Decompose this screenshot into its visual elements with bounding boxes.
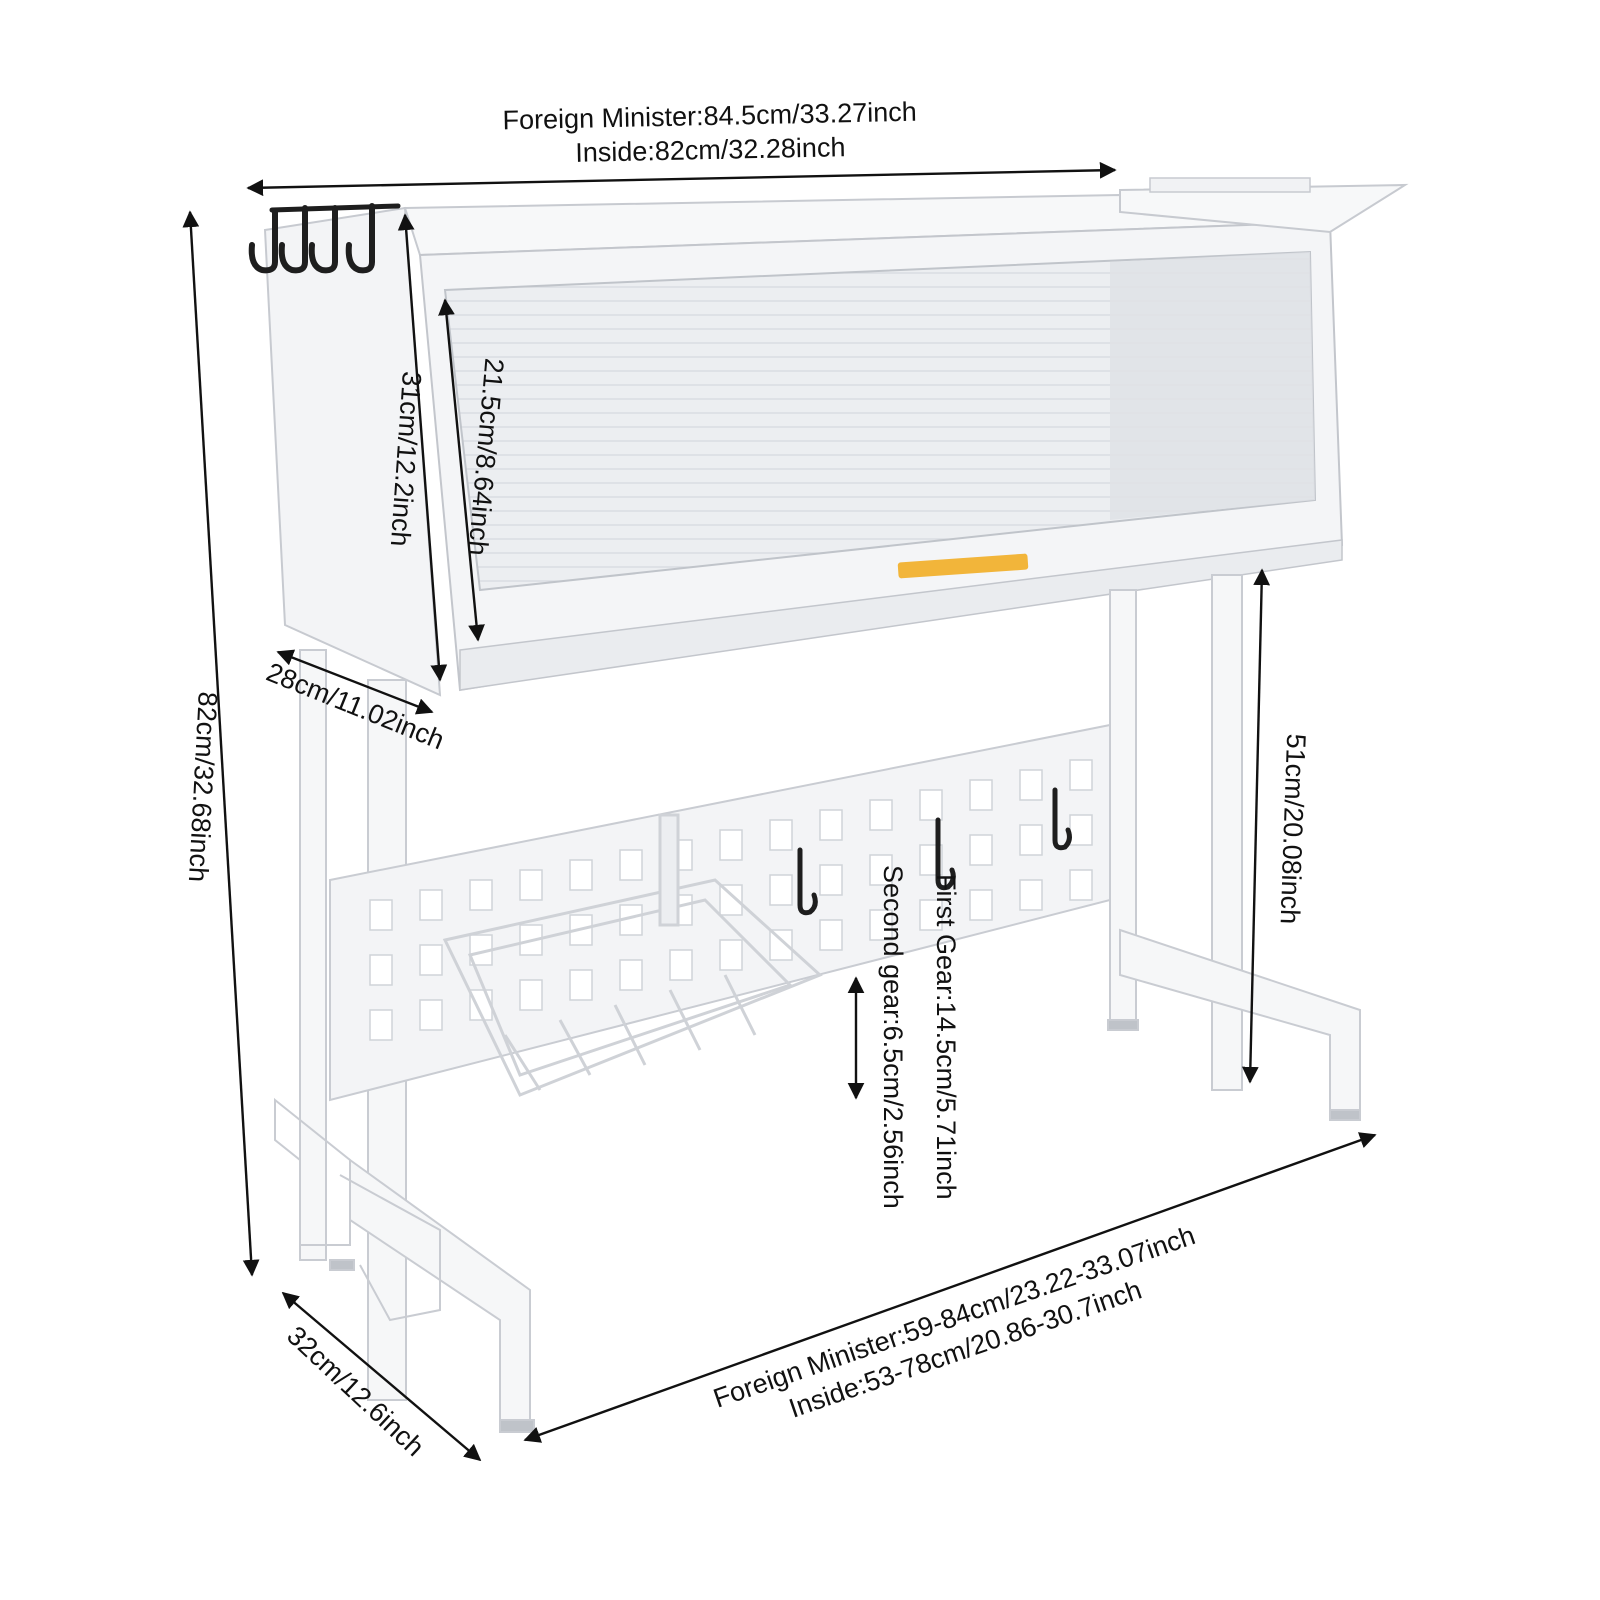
dimension-arrows	[182, 161, 1377, 1462]
panel-hooks	[797, 787, 1072, 916]
gear-second-label: Second gear:6.5cm/2.56inch	[877, 865, 908, 1209]
hook-icon	[345, 203, 375, 274]
panel-hole	[919, 789, 943, 821]
perforated-back-panel	[329, 723, 1111, 1102]
hanging-basket	[442, 813, 823, 1097]
panel-hole	[769, 929, 793, 961]
hook-icon	[278, 205, 308, 274]
panel-hole	[769, 874, 793, 906]
panel-hole	[469, 879, 493, 911]
panel-hole	[369, 954, 393, 986]
panel-hole	[419, 944, 443, 976]
base-depth-arrow	[281, 1291, 482, 1462]
panel-hole	[1069, 814, 1093, 846]
panel-hole	[869, 909, 893, 941]
panel-hole	[869, 854, 893, 886]
panel-hole	[419, 999, 443, 1031]
panel-hole	[369, 1009, 393, 1041]
upper-cabinet	[263, 177, 1409, 697]
panel-hole	[819, 864, 843, 896]
panel-hole	[869, 799, 893, 831]
panel-hole	[969, 779, 993, 811]
hook-icon	[308, 205, 338, 274]
hook-icon	[935, 817, 956, 891]
panel-hole	[569, 859, 593, 891]
cabinet-side-panel	[263, 206, 442, 697]
panel-hole	[1069, 759, 1093, 791]
hook-icon	[797, 847, 818, 916]
cabinet-height-arrow	[397, 213, 448, 682]
panel-hole	[369, 899, 393, 931]
panel-hole	[519, 979, 543, 1011]
window-frosted-section	[1110, 252, 1315, 520]
panel-hole	[819, 809, 843, 841]
panel-hole	[1019, 879, 1043, 911]
panel-hole	[419, 889, 443, 921]
panel-hole	[619, 959, 643, 991]
panel-hole	[719, 939, 743, 971]
panel-hole	[719, 884, 743, 916]
panel-hole	[669, 949, 693, 981]
top-width-label: Foreign Minister:84.5cm/33.27inch Inside…	[469, 95, 950, 173]
total-height-arrow	[182, 210, 260, 1277]
window-height-arrow	[438, 298, 485, 642]
cabinet-depth-arrow	[276, 649, 434, 715]
panel-hole	[769, 819, 793, 851]
panel-hole	[719, 829, 743, 861]
base-width-arrow	[523, 1132, 1377, 1443]
panel-hole	[569, 969, 593, 1001]
panel-hole	[1069, 869, 1093, 901]
panel-hole	[969, 834, 993, 866]
door-handle	[897, 553, 1029, 579]
panel-hole	[1019, 769, 1043, 801]
cabinet-bottom-rail	[459, 539, 1343, 691]
panel-hole	[969, 889, 993, 921]
left-side-bracket	[274, 1097, 351, 1246]
gear-first-label: First Gear:14.5cm/5.71inch	[930, 874, 961, 1200]
panel-hole	[1019, 824, 1043, 856]
top-width-arrow	[246, 161, 1117, 197]
panel-hole	[819, 919, 843, 951]
panel-hole	[519, 869, 543, 901]
hook-icon	[1052, 787, 1072, 851]
clearance-height-arrow	[1241, 568, 1271, 1084]
panel-hole	[619, 849, 643, 881]
front-left-leg	[299, 649, 327, 1261]
panel-hole	[919, 899, 943, 931]
rear-right-leg	[1211, 574, 1243, 1091]
